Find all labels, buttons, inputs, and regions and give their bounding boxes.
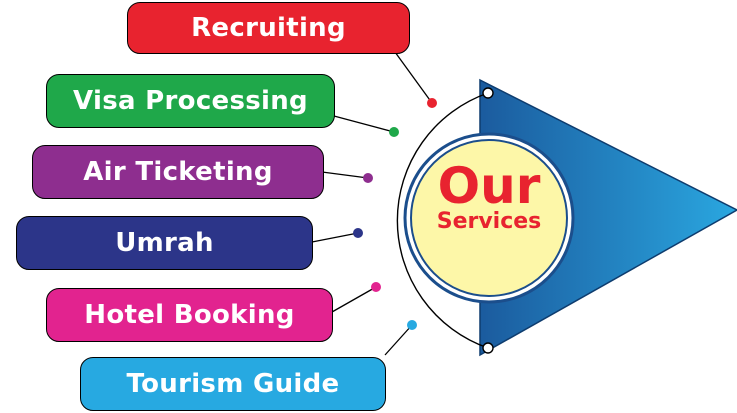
connector-line-hotel [331, 286, 377, 313]
service-label-recruiting: Recruiting [191, 13, 346, 43]
service-pill-air-ticketing: Air Ticketing [32, 145, 324, 199]
dot-recruiting [427, 98, 437, 108]
service-label-air-ticketing: Air Ticketing [83, 157, 273, 187]
service-pill-tourism-guide: Tourism Guide [80, 357, 386, 411]
dot-air [363, 173, 373, 183]
service-pill-visa-processing: Visa Processing [46, 74, 335, 128]
dot-hotel [371, 282, 381, 292]
connector-line-umrah [311, 232, 359, 243]
connector-line-visa [333, 115, 395, 133]
center-circle [410, 139, 568, 297]
arc-endpoint-top [482, 87, 494, 99]
connector-line-tourism [384, 324, 413, 356]
connector-arc [396, 92, 489, 349]
connector-line-air [321, 171, 369, 179]
service-label-umrah: Umrah [115, 228, 214, 258]
dot-visa [389, 127, 399, 137]
service-label-hotel-booking: Hotel Booking [84, 300, 295, 330]
connector-line-recruiting [394, 51, 433, 104]
dot-tourism [407, 320, 417, 330]
dot-umrah [353, 228, 363, 238]
service-label-visa-processing: Visa Processing [73, 86, 308, 116]
service-label-tourism-guide: Tourism Guide [126, 369, 340, 399]
service-pill-recruiting: Recruiting [127, 2, 410, 54]
service-pill-umrah: Umrah [16, 216, 313, 270]
service-pill-hotel-booking: Hotel Booking [46, 288, 333, 342]
arc-endpoint-bottom [482, 342, 494, 354]
